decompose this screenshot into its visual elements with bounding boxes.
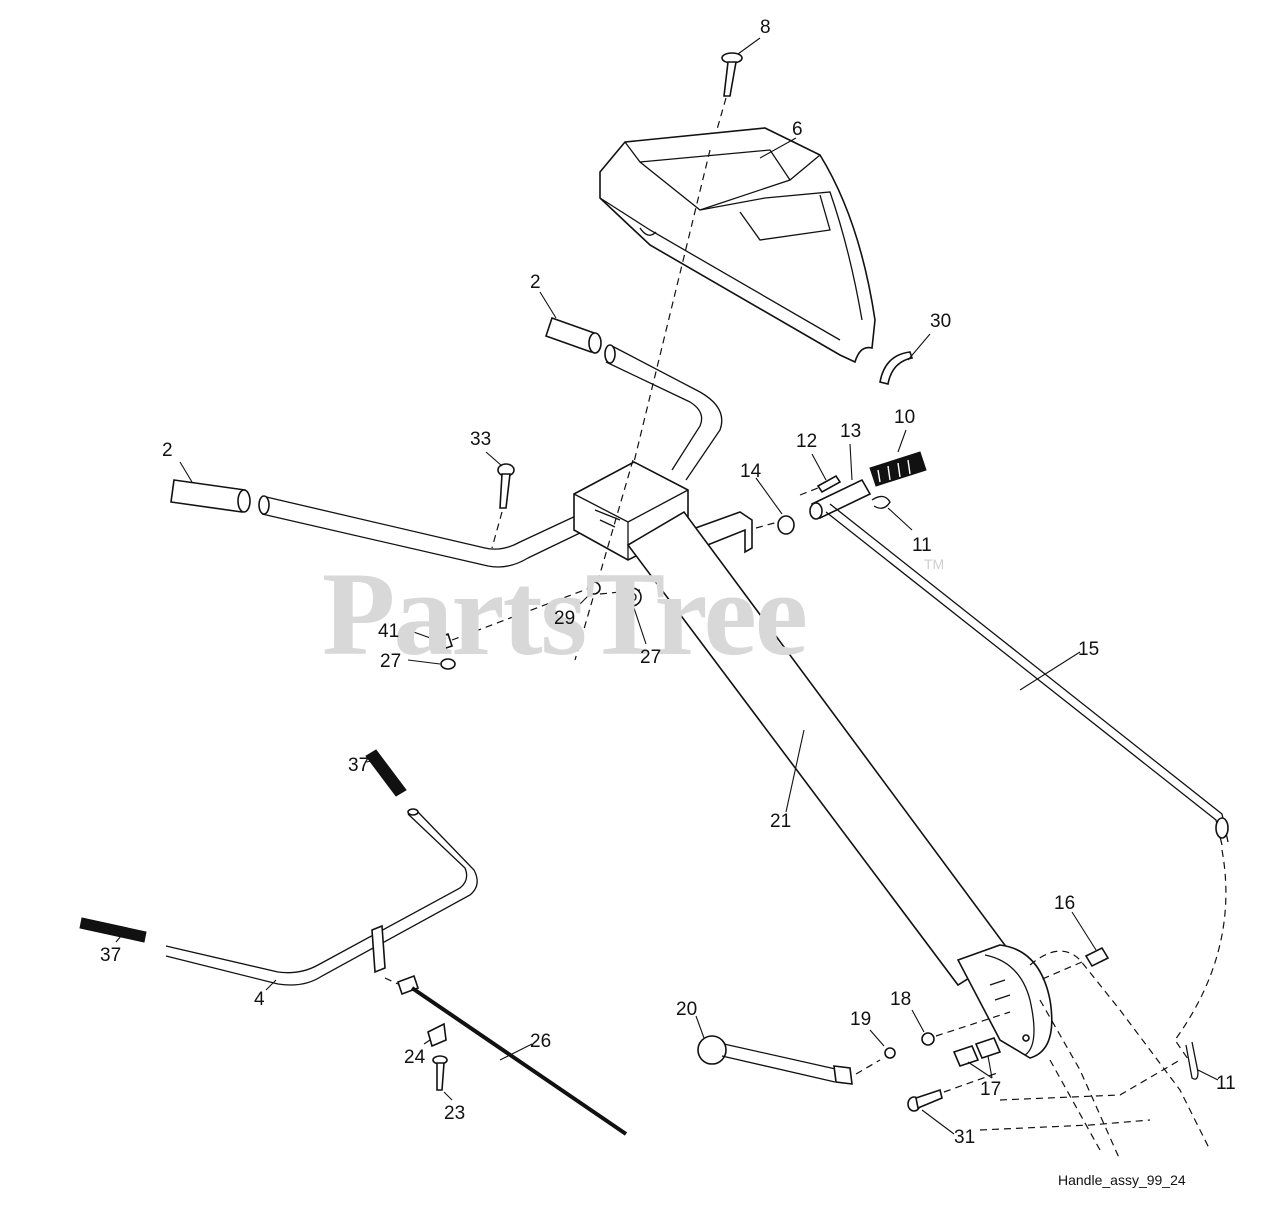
left-handle-bar	[261, 495, 583, 568]
part-41-clip	[434, 632, 454, 652]
callout-2-upper: 2	[530, 272, 541, 293]
part-2-grip-upper	[544, 316, 602, 354]
callout-15: 15	[1078, 639, 1100, 660]
callout-31: 31	[954, 1127, 976, 1148]
part-37-grip-upper	[365, 749, 407, 797]
part-20-shift-lever	[697, 1035, 853, 1085]
part-23-screw	[432, 1055, 448, 1091]
part-2-grip-left	[170, 479, 251, 513]
callout-6: 6	[792, 119, 803, 140]
part-8-screw	[721, 52, 743, 97]
callout-27-left: 27	[380, 651, 402, 672]
part-14-spacer	[777, 515, 795, 535]
part-26-cable	[384, 974, 628, 1136]
tiller-frame-phantom	[979, 950, 1211, 1161]
callout-23: 23	[444, 1103, 466, 1124]
callout-11-upper: 11	[912, 535, 932, 556]
part-29-nut	[587, 581, 601, 595]
callout-10: 10	[894, 407, 916, 428]
callout-41: 41	[378, 621, 400, 642]
callout-16: 16	[1054, 893, 1076, 914]
part-27-locknut-mid	[622, 587, 642, 607]
part-37-grip-left	[79, 917, 147, 943]
callout-18: 18	[890, 989, 912, 1010]
callout-21: 21	[770, 811, 792, 832]
callout-37-upper: 37	[348, 755, 370, 776]
callout-12: 12	[796, 431, 818, 452]
diagram-caption: Handle_assy_99_24	[1058, 1172, 1186, 1188]
lower-pivot-plate	[956, 944, 1053, 1059]
part-12-bolt	[816, 474, 842, 494]
part-11-hairpin-lower	[1185, 1041, 1199, 1080]
part-27-locknut-left	[440, 658, 456, 670]
callout-8: 8	[760, 17, 771, 38]
callout-24: 24	[404, 1047, 426, 1068]
part-10-grip-knob	[869, 451, 927, 487]
callout-11-lower: 11	[1216, 1073, 1236, 1094]
part-33-bolt	[497, 463, 515, 509]
part-11-hairpin-upper	[871, 495, 891, 509]
callout-30: 30	[930, 311, 952, 332]
part-24-bracket	[427, 1022, 447, 1048]
watermark-trademark: TM	[924, 556, 945, 572]
callout-26: 26	[530, 1031, 552, 1052]
part-19-washer	[884, 1047, 896, 1059]
callout-2-left: 2	[162, 440, 173, 461]
part-4-drive-bail	[165, 811, 478, 986]
callout-29: 29	[554, 608, 576, 629]
callout-13: 13	[840, 421, 862, 442]
part-18-nut	[921, 1032, 935, 1046]
callout-4: 4	[254, 989, 265, 1010]
part-6-console-cover	[599, 127, 876, 364]
part-31-bolt	[907, 1071, 1001, 1112]
callout-20: 20	[676, 999, 698, 1020]
callout-19: 19	[850, 1009, 872, 1030]
part-17-plates	[952, 1037, 1002, 1067]
callout-37-left: 37	[100, 945, 122, 966]
callout-14: 14	[740, 461, 762, 482]
callout-leaders	[115, 37, 1219, 1135]
callout-27-mid: 27	[640, 647, 662, 668]
part-30-clip	[879, 351, 914, 385]
callout-33: 33	[470, 429, 492, 450]
upper-handle-bar	[605, 345, 723, 481]
callout-17: 17	[980, 1079, 1002, 1100]
watermark: PartsTree	[322, 547, 808, 680]
part-16-bolt	[1039, 946, 1110, 981]
